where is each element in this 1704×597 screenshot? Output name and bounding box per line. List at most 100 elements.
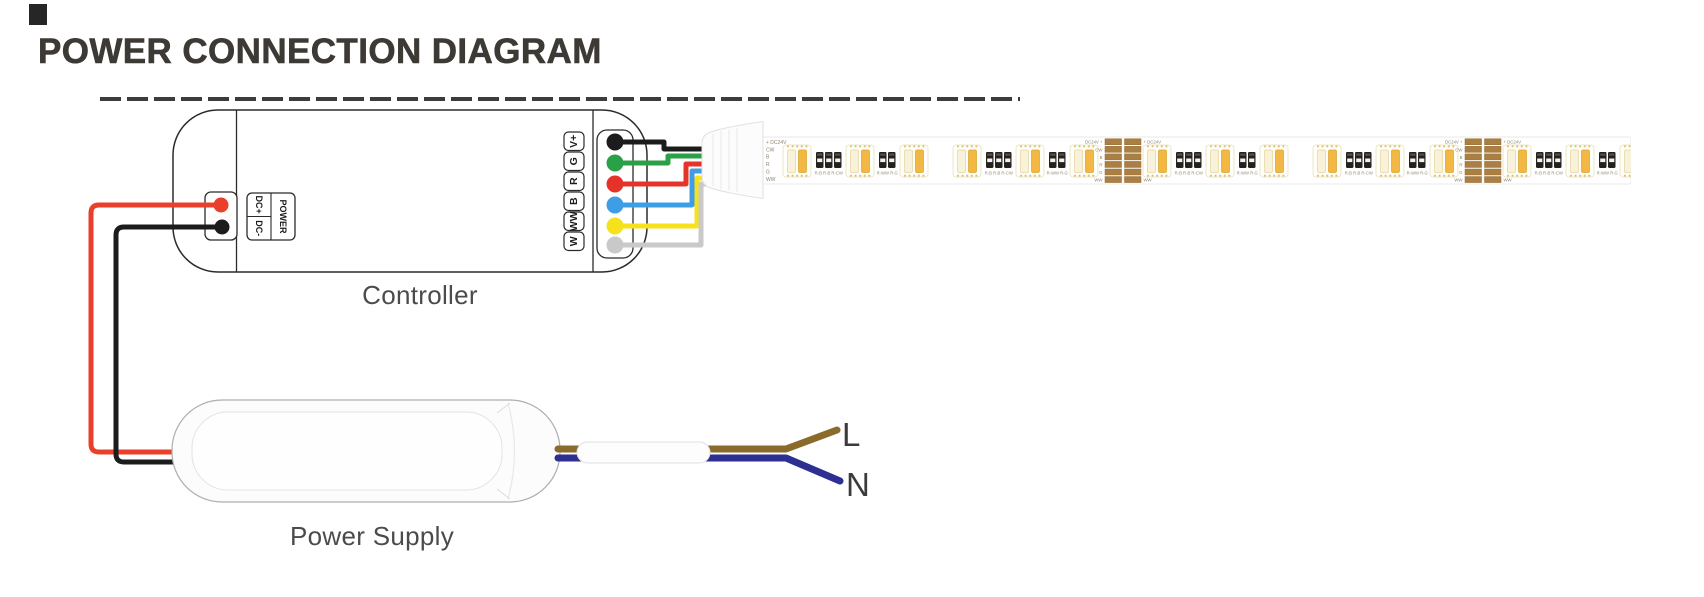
strip-end-label: G xyxy=(766,169,770,175)
led-bar-warm xyxy=(1391,149,1400,173)
cut-pad-label-left: B xyxy=(1100,155,1103,160)
led-module xyxy=(1015,144,1045,178)
led-bar-cool xyxy=(1380,149,1389,173)
led-pin xyxy=(1087,145,1090,148)
led-module xyxy=(782,144,812,178)
led-pin xyxy=(1574,174,1577,177)
resistor-label: R-WW R-G xyxy=(877,171,898,176)
led-pin xyxy=(1087,174,1090,177)
solder-pad xyxy=(1484,161,1502,168)
led-pin xyxy=(1083,174,1086,177)
led-pin xyxy=(1443,145,1446,148)
led-pin xyxy=(1146,145,1150,148)
led-pin xyxy=(961,174,964,177)
led-pin xyxy=(917,174,920,177)
resistor-group: R-WW R-G xyxy=(877,152,898,176)
led-pin xyxy=(975,174,978,177)
led-bar-cool xyxy=(1570,149,1579,173)
led-pin xyxy=(903,174,907,177)
led-pin xyxy=(1452,174,1455,177)
solder-pad xyxy=(1104,146,1122,153)
led-pin xyxy=(859,145,862,148)
output-dot-blue xyxy=(606,196,624,214)
cut-pad-label-left: DC24V + xyxy=(1085,140,1103,145)
output-terminal-label: V+ xyxy=(568,135,580,148)
led-bar-warm xyxy=(1636,150,1644,173)
led-bar-warm xyxy=(798,149,807,173)
led-bar-cool xyxy=(1147,149,1156,173)
solder-pad xyxy=(1124,161,1142,168)
led-pin xyxy=(1223,174,1226,177)
resistor-group: R-B R-B R-CW xyxy=(1345,152,1373,176)
led-pin xyxy=(859,174,862,177)
led-module xyxy=(1375,144,1405,178)
led-pin xyxy=(1273,174,1276,177)
led-bar-cool xyxy=(1210,149,1219,173)
led-pin xyxy=(1092,174,1095,177)
led-pin xyxy=(1583,174,1586,177)
output-terminal-label: G xyxy=(568,157,580,165)
led-pin xyxy=(922,145,925,148)
led-pin xyxy=(868,174,871,177)
strip-end-label: R xyxy=(766,162,770,168)
led-bar-warm xyxy=(1328,149,1337,173)
led-pin xyxy=(1623,145,1627,148)
led-pin xyxy=(1330,145,1333,148)
led-pin xyxy=(1151,145,1154,148)
led-module xyxy=(1429,144,1459,178)
resistor-label: R-B R-B R-CW xyxy=(1345,171,1373,176)
resistor-group: R-WW R-G xyxy=(1047,152,1068,176)
led-pin xyxy=(1165,174,1168,177)
dc-plus-label: DC+ xyxy=(254,196,264,214)
led-pin xyxy=(1326,145,1329,148)
output-terminal-box xyxy=(563,151,585,172)
power-supply-notch xyxy=(496,488,511,500)
led-pin xyxy=(1520,145,1523,148)
led-pin xyxy=(796,145,799,148)
led-pin xyxy=(1443,174,1446,177)
led-pin xyxy=(908,145,911,148)
output-dot-red xyxy=(606,175,624,193)
output-dot-yellow xyxy=(606,217,624,235)
solder-pad xyxy=(1484,153,1502,161)
led-pin xyxy=(917,145,920,148)
cut-pad-label-left: WW xyxy=(1094,177,1103,182)
led-pin xyxy=(1506,174,1510,177)
solder-pad xyxy=(1124,176,1142,183)
cut-pad-label-left: WW xyxy=(1454,177,1463,182)
output-terminal-label: B xyxy=(568,197,580,205)
output-terminal-box xyxy=(563,131,585,152)
led-pin xyxy=(868,145,871,148)
led-pin xyxy=(854,174,857,177)
led-pin xyxy=(1268,145,1271,148)
led-pin xyxy=(1525,174,1528,177)
led-pin xyxy=(1073,145,1077,148)
led-pin xyxy=(1277,174,1280,177)
led-module xyxy=(952,144,982,178)
solder-pad xyxy=(1104,153,1122,161)
cut-pad-label-right: + DC24V xyxy=(1144,140,1162,145)
resistor-label: R-B R-B R-CW xyxy=(815,171,843,176)
led-bar-warm xyxy=(1581,149,1590,173)
cut-pad-label-left: R xyxy=(1099,162,1102,167)
cut-pad-label-right: + DC24V xyxy=(1504,140,1522,145)
dc-power-wires xyxy=(88,197,230,465)
led-bar-cool xyxy=(957,149,966,173)
led-pin xyxy=(1330,174,1333,177)
led-bar-warm xyxy=(1445,149,1454,173)
strip-connector-body xyxy=(701,120,764,200)
output-terminal-label: W xyxy=(568,236,580,246)
led-pin xyxy=(1078,145,1081,148)
led-bar-warm xyxy=(1158,149,1167,173)
led-pin xyxy=(805,145,808,148)
led-pin xyxy=(1588,174,1591,177)
led-pin xyxy=(1073,174,1077,177)
led-pin xyxy=(1160,174,1163,177)
led-module xyxy=(1565,144,1595,178)
output-terminal-box xyxy=(563,211,585,232)
led-pin xyxy=(1263,174,1267,177)
led-module xyxy=(1069,144,1099,178)
